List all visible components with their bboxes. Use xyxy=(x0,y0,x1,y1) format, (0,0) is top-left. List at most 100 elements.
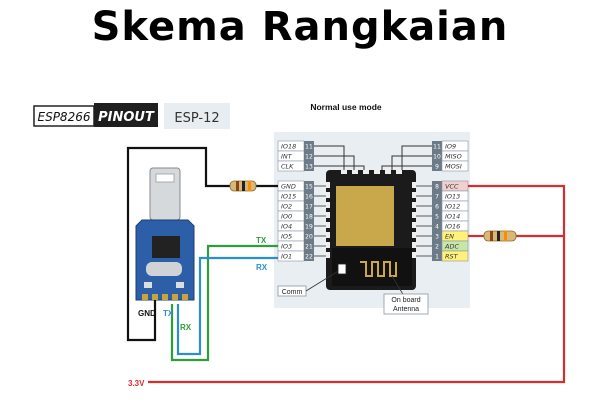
usb-connector-slot xyxy=(155,173,175,183)
pin-number: 20 xyxy=(305,234,313,241)
logo-right-box xyxy=(94,103,158,127)
castellation xyxy=(322,222,330,228)
antenna-pointer xyxy=(391,275,405,297)
pin-label: MISO xyxy=(445,153,462,161)
usb-rx-label: RX xyxy=(180,323,192,332)
comm-label: Comm xyxy=(282,289,303,296)
pin-number: 15 xyxy=(305,184,313,191)
usb-led-1 xyxy=(144,282,152,288)
pin-io2: IO2 17 xyxy=(277,200,326,212)
pin-label: INT xyxy=(281,153,293,161)
pin-number: 1 xyxy=(435,254,439,261)
pin-number: 13 xyxy=(305,164,313,171)
wires xyxy=(126,146,566,384)
pin-adc: 2 ADC xyxy=(416,240,469,252)
pin-label: RST xyxy=(445,253,459,261)
pin-label: IO14 xyxy=(445,213,460,221)
vcc-wire xyxy=(148,184,566,384)
v33-label: 3.3V xyxy=(128,379,145,388)
module-shield xyxy=(336,186,394,246)
antenna-box xyxy=(383,293,429,315)
castellation xyxy=(352,166,358,174)
pin-label: CLK xyxy=(281,163,294,171)
usb-chip xyxy=(152,236,180,258)
pin-number: 10 xyxy=(433,154,441,161)
pin-io14: 5 IO14 xyxy=(416,210,469,222)
pin-label: IO1 xyxy=(281,253,292,261)
comm-pad xyxy=(337,263,347,275)
castellation xyxy=(322,182,330,188)
pin-number: 21 xyxy=(305,244,313,251)
pin-number: 12 xyxy=(305,154,313,161)
castellation xyxy=(412,182,420,188)
esp8266-pinout-logo: ESP8266 PINOUT ESP-12 xyxy=(33,103,230,129)
pin-number: 3 xyxy=(435,234,439,241)
model-box xyxy=(164,103,230,129)
pin-number: 2 xyxy=(435,244,439,251)
usb-crystal xyxy=(146,262,182,276)
comm-pointer xyxy=(305,269,341,292)
antenna-trace xyxy=(360,261,397,277)
pin-label: IO4 xyxy=(281,223,292,231)
rx-wire xyxy=(176,256,278,356)
logo-left-text: ESP8266 xyxy=(38,110,91,124)
pin-miso: 10 MISO xyxy=(432,150,469,162)
pin-label: GND xyxy=(281,183,296,191)
pin-io1: IO1 22 xyxy=(277,250,326,262)
usb-ttl-adapter xyxy=(135,167,195,301)
tx-wire xyxy=(170,244,278,362)
pin-rst: 1 RST xyxy=(416,250,469,262)
usb-header-pins xyxy=(142,294,188,300)
castellation xyxy=(396,166,402,174)
pin-label: IO5 xyxy=(281,233,292,241)
module-castellations xyxy=(322,166,420,258)
pin-label: VCC xyxy=(445,183,459,191)
pin-label: IO0 xyxy=(281,213,292,221)
pin-mosi: 9 MOSI xyxy=(432,160,469,172)
pin-number: 18 xyxy=(305,214,313,221)
esp12-module xyxy=(322,166,420,290)
gnd-wire xyxy=(126,146,230,342)
pin-number: 4 xyxy=(435,224,439,231)
pin-number: 22 xyxy=(305,254,313,261)
pin-label: MOSI xyxy=(445,163,462,171)
castellation xyxy=(322,242,330,248)
pin-io15: IO15 16 xyxy=(277,190,326,202)
pin-number: 7 xyxy=(435,194,439,201)
castellation xyxy=(412,242,420,248)
pin-label: EN xyxy=(445,233,454,241)
page-title: Skema Rangkaian xyxy=(91,4,509,50)
mode-label: Normal use mode xyxy=(310,102,382,112)
castellation xyxy=(322,192,330,198)
pin-label: IO3 xyxy=(281,243,292,251)
pin-label: IO2 xyxy=(281,203,292,211)
pin-number: 17 xyxy=(305,204,313,211)
pin-label: IO12 xyxy=(445,203,460,211)
pin-label: IO15 xyxy=(281,193,296,201)
pin-label: ADC xyxy=(444,243,459,251)
rx-wire-label: RX xyxy=(256,263,268,272)
castellation xyxy=(412,232,420,238)
castellation xyxy=(412,212,420,218)
castellation xyxy=(322,212,330,218)
castellation xyxy=(385,166,391,174)
antenna-label-1: On board xyxy=(391,297,420,304)
pin-number: 9 xyxy=(435,164,439,171)
pin-number: 8 xyxy=(435,184,439,191)
model-label: ESP-12 xyxy=(174,111,219,126)
top-pin-lines xyxy=(314,145,432,170)
pin-number: 11 xyxy=(433,144,441,151)
pin-label: IO13 xyxy=(445,193,460,201)
pin-label: IO9 xyxy=(445,143,456,151)
pin-number: 5 xyxy=(435,214,439,221)
castellation xyxy=(322,202,330,208)
castellation xyxy=(374,166,380,174)
pin-int: INT 12 xyxy=(277,150,314,162)
pin-number: 16 xyxy=(305,194,313,201)
pin-io9: 11 IO9 xyxy=(432,140,469,152)
pin-label: IO18 xyxy=(281,143,296,151)
castellation xyxy=(322,232,330,238)
